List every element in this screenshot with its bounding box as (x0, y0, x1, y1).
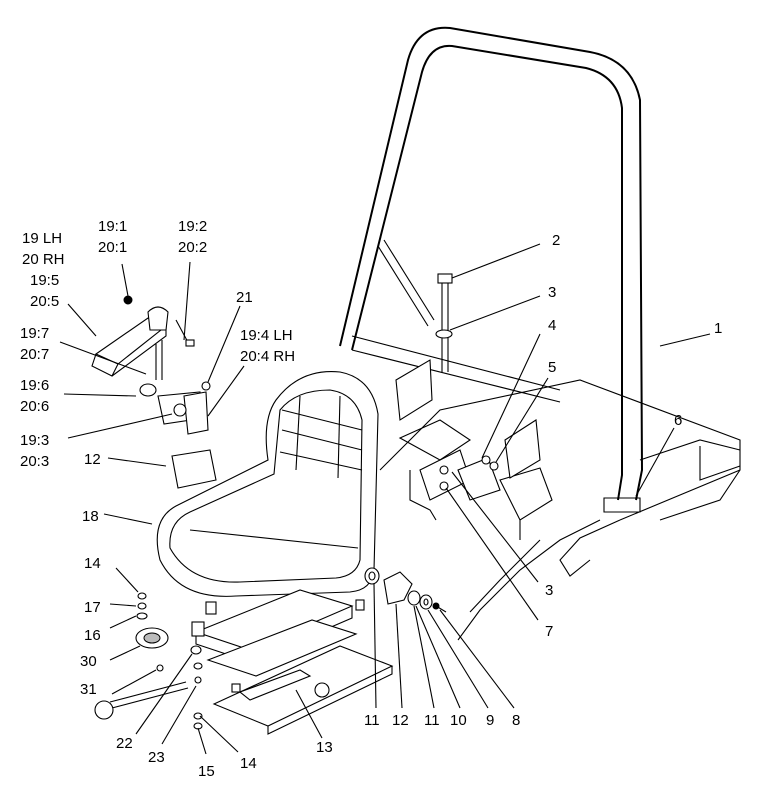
callout-11a: 11 (364, 712, 380, 729)
callout-19-7: 19:7 (20, 325, 49, 342)
bolt-2 (437, 273, 453, 372)
callout-17: 17 (84, 599, 101, 616)
frame (379, 359, 741, 641)
hardware-cluster (439, 455, 499, 491)
leader-lines (59, 243, 711, 755)
callout-20-6: 20:6 (20, 398, 49, 415)
callout-19-2: 19:2 (178, 218, 207, 235)
seat-base (194, 589, 394, 735)
callout-14a: 14 (84, 555, 101, 572)
callout-12b: 12 (392, 712, 409, 729)
callout-3b: 3 (545, 582, 553, 599)
callout-19-1: 19:1 (98, 218, 127, 235)
latch-hardware (364, 567, 447, 613)
callout-31: 31 (80, 681, 97, 698)
pad-12 (171, 449, 217, 489)
callout-16: 16 (84, 627, 101, 644)
callout-20-5: 20:5 (30, 293, 59, 310)
callout-1: 1 (714, 320, 722, 337)
washer-3 (435, 329, 453, 339)
callout-15: 15 (198, 763, 215, 780)
callout-11b: 11 (424, 712, 440, 729)
callout-20-2: 20:2 (178, 239, 207, 256)
callout-22: 22 (116, 735, 133, 752)
callout-19-6: 19:6 (20, 377, 49, 394)
callout-7: 7 (545, 623, 553, 640)
callout-20-4: 20:4 RH (240, 348, 295, 365)
callout-8: 8 (512, 712, 520, 729)
callout-6: 6 (674, 412, 682, 429)
callout-19-3: 19:3 (20, 432, 49, 449)
callout-19lh: 19 LH (22, 230, 62, 247)
callout-20-7: 20:7 (20, 346, 49, 363)
callout-30: 30 (80, 653, 97, 670)
callout-9: 9 (486, 712, 494, 729)
roll-bar (339, 26, 644, 513)
callout-13: 13 (316, 739, 333, 756)
callout-20-1: 20:1 (98, 239, 127, 256)
callouts: 1 2 3 4 5 6 3 7 8 9 10 11 12 11 13 14 15… (20, 218, 722, 780)
callout-5: 5 (548, 359, 556, 376)
callout-12a: 12 (84, 451, 101, 468)
armrest-assembly (91, 295, 211, 435)
callout-18: 18 (82, 508, 99, 525)
callout-2: 2 (552, 232, 560, 249)
callout-20-3: 20:3 (20, 453, 49, 470)
callout-21: 21 (236, 289, 253, 306)
callout-4: 4 (548, 317, 556, 334)
callout-14b: 14 (240, 755, 257, 772)
callout-3a: 3 (548, 284, 556, 301)
seat (156, 371, 379, 597)
callout-20rh: 20 RH (22, 251, 65, 268)
callout-10: 10 (450, 712, 467, 729)
callout-19-5: 19:5 (30, 272, 59, 289)
callout-23: 23 (148, 749, 165, 766)
callout-19-4: 19:4 LH (240, 327, 293, 344)
lower-left-hardware (94, 592, 365, 730)
